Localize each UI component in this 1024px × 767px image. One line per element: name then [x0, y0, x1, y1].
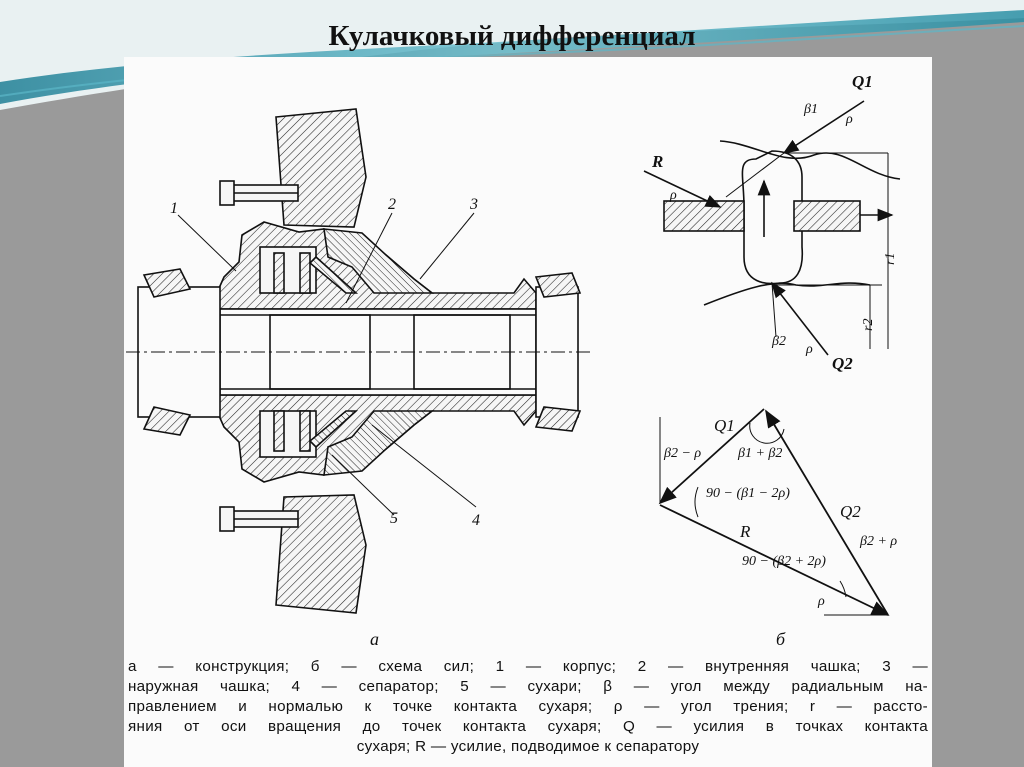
force-Q1: [782, 100, 865, 154]
scheme-Q1: Q1: [852, 72, 873, 91]
caption-line: наружная чашка; 4 — сепаратор; 5 — сухар…: [128, 678, 928, 695]
caption-line: сухаря; R — усилие, подводимое к сепарат…: [356, 738, 700, 755]
triangle-Q2: [765, 409, 889, 616]
triangle-label-angle-2: 90 − (β2 + 2ρ): [742, 554, 826, 569]
scheme-rho-bottom: ρ: [805, 342, 813, 357]
label-part-3: 3: [469, 196, 478, 213]
scheme-beta1: β1: [803, 102, 818, 117]
figure-panel: 1 2 3 4 5 а б Q1 β1 ρ R ρ r1 r2 β2 ρ Q2 …: [124, 57, 932, 767]
triangle-label-beta2-plus-rho: β2 + ρ: [859, 534, 897, 549]
label-part-4: 4: [472, 512, 480, 529]
view-b-force-triangle: [658, 408, 890, 616]
triangle-Q1: [658, 408, 765, 505]
caption-line: а — конструкция; б — схема сил; 1 — корп…: [128, 658, 928, 675]
scheme-r2: r2: [861, 319, 876, 331]
label-part-2: 2: [388, 196, 396, 213]
view-b-force-scheme: [643, 100, 901, 356]
triangle-label-beta2-minus-rho: β2 − ρ: [663, 446, 701, 461]
differential-drawing: 1 2 3 4 5 а б Q1 β1 ρ R ρ r1 r2 β2 ρ Q2 …: [126, 72, 901, 649]
figure-caption: а — конструкция; б — схема сил; 1 — корп…: [128, 657, 928, 757]
outer-cup-upper: [323, 228, 435, 294]
bearing-left-top: [142, 268, 192, 298]
label-part-1: 1: [170, 200, 178, 217]
triangle-label-beta1-plus-beta2: β1 + β2: [737, 446, 782, 461]
label-view-a: а: [370, 629, 379, 649]
label-part-5: 5: [390, 510, 398, 527]
separator-right: [793, 200, 861, 232]
bearing-left-bottom: [142, 406, 192, 436]
bearing-right-top: [534, 272, 582, 298]
triangle-label-R: R: [739, 522, 751, 541]
scheme-rho-top: ρ: [845, 112, 853, 127]
bearing-right-bottom: [534, 406, 582, 432]
scheme-rho-left: ρ: [669, 188, 677, 203]
caption-line: правлением и нормалью к точке контакта с…: [128, 698, 928, 715]
triangle-label-Q2: Q2: [840, 502, 861, 521]
header-wave-accent: [0, 10, 1024, 104]
triangle-label-Q1: Q1: [714, 416, 735, 435]
bolt-bottom: [219, 506, 299, 532]
inner-cup-lower: [308, 410, 359, 449]
outer-cup-lower: [323, 410, 435, 476]
drawing-labels: 1 2 3 4 5 а б Q1 β1 ρ R ρ r1 r2 β2 ρ Q2 …: [170, 72, 898, 649]
scheme-Q2: Q2: [832, 354, 853, 373]
scheme-R: R: [651, 152, 663, 171]
caption-line: яния от оси вращения до точек контакта с…: [128, 718, 928, 735]
separator-left: [663, 200, 745, 232]
view-a-construction: [126, 108, 594, 614]
force-Q2: [771, 281, 829, 356]
triangle-R: [659, 504, 890, 616]
gear-rim-top: [275, 108, 367, 228]
inner-cup-upper: [308, 255, 359, 294]
slide-title: Кулачковый дифференциал: [328, 20, 696, 52]
bolt-top: [219, 180, 299, 206]
triangle-label-rho: ρ: [817, 594, 825, 609]
label-view-b: б: [776, 629, 786, 649]
scheme-r1: r1: [883, 253, 898, 265]
scheme-beta2: β2: [771, 334, 786, 349]
force-R: [643, 170, 722, 208]
triangle-label-angle-1: 90 − (β1 − 2ρ): [706, 486, 790, 501]
cam-curve-top: [719, 140, 901, 180]
